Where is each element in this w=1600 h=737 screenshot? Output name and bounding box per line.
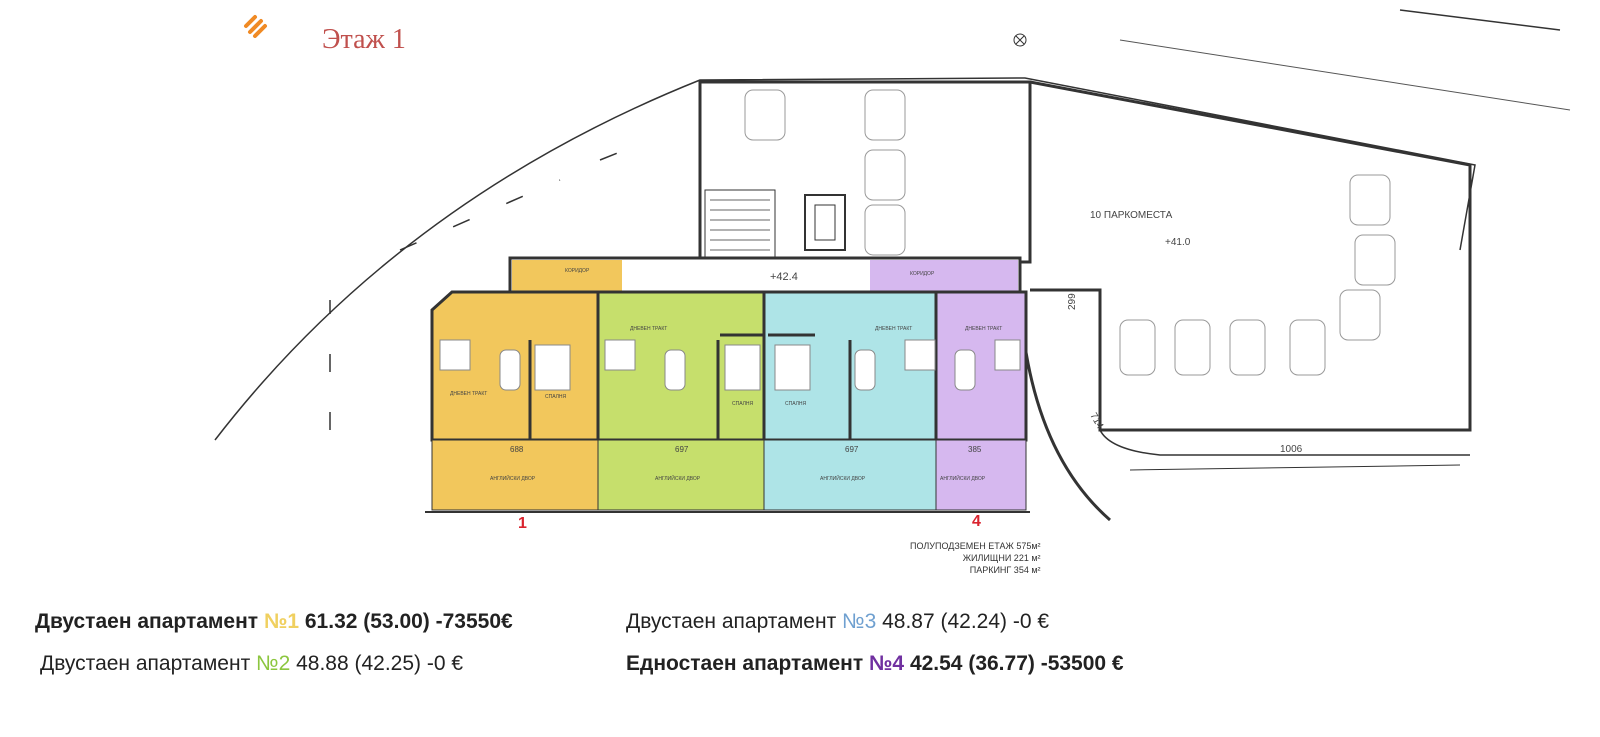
parking-label: 10 ПАРКОМЕСТА [1090,210,1173,221]
apartment-2: Двустаен апартамент №2 48.88 (42.25) -0 … [40,652,464,675]
north-icon [1013,33,1027,47]
svg-text:КОРИДОР: КОРИДОР [910,271,935,277]
apt4-corridor [870,260,1018,293]
svg-text:СПАЛНЯ: СПАЛНЯ [545,394,567,400]
svg-text:299: 299 [1067,293,1078,310]
apt1-corridor [512,260,622,293]
svg-text:КОРИДОР: КОРИДОР [565,268,590,274]
level-corridor: +42.4 [770,271,798,283]
svg-text:СПАЛНЯ: СПАЛНЯ [785,401,807,407]
svg-text:СПАЛНЯ: СПАЛНЯ [732,401,754,407]
svg-text:688: 688 [510,445,524,454]
svg-text:385: 385 [968,445,982,454]
svg-text:АНГЛИЙСКИ ДВОР: АНГЛИЙСКИ ДВОР [490,474,536,482]
apartment-4: Едностаен апартамент №4 42.54 (36.77) -5… [626,652,1124,675]
floor-plan: 10 ПАРКОМЕСТА +41.0 +42.4 ДНЕВЕН ТРАКТ С… [214,9,1571,532]
svg-text:ДНЕВЕН ТРАКТ: ДНЕВЕН ТРАКТ [875,326,912,332]
svg-text:АНГЛИЙСКИ ДВОР: АНГЛИЙСКИ ДВОР [940,474,986,482]
apt4-yard [935,439,1027,511]
svg-text:697: 697 [845,445,859,454]
svg-text:ДНЕВЕН ТРАКТ: ДНЕВЕН ТРАКТ [450,391,487,397]
marker-4: 4 [972,513,981,530]
logo-icon [244,15,267,38]
floor-title: Этаж 1 [322,24,406,55]
level-parking: +41.0 [1165,237,1191,248]
apartment-1: Двустаен апартамент №1 61.32 (53.00) -73… [35,610,513,633]
site-boundary [214,77,1476,441]
apt2-yard [597,439,765,511]
svg-text:1006: 1006 [1280,444,1303,455]
svg-text:АНГЛИЙСКИ ДВОР: АНГЛИЙСКИ ДВОР [820,474,866,482]
svg-text:714: 714 [1087,411,1105,431]
svg-text:ДНЕВЕН ТРАКТ: ДНЕВЕН ТРАКТ [965,326,1002,332]
svg-text:697: 697 [675,445,689,454]
svg-text:АНГЛИЙСКИ ДВОР: АНГЛИЙСКИ ДВОР [655,474,701,482]
apt3-yard [763,439,937,511]
svg-text:ДНЕВЕН ТРАКТ: ДНЕВЕН ТРАКТ [630,326,667,332]
apartment-3: Двустаен апартамент №3 48.87 (42.24) -0 … [626,610,1050,633]
floor-summary: ПОЛУПОДЗЕМЕН ЕТАЖ 575м² ЖИЛИЩНИ 221 м² П… [910,541,1041,575]
elevator [804,194,846,251]
marker-1: 1 [518,515,527,532]
